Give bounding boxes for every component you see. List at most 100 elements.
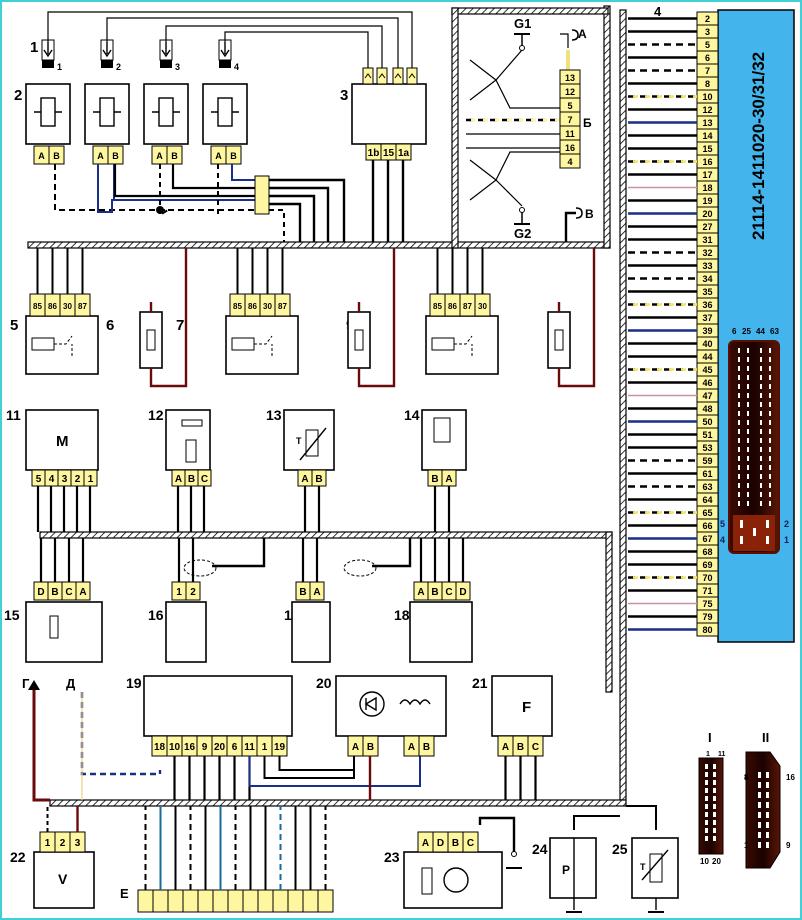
ref-15: 15 [4,607,20,623]
ecu-pin-label: 17 [702,170,712,180]
injector-pin-label: A [156,151,163,161]
ref-2: 2 [14,87,22,104]
view-i-label: I [708,730,712,745]
ecu-pin-label: 51 [702,430,712,440]
view-ii-left-1: 1 [744,841,749,850]
view-ii-right-1: 9 [786,841,791,850]
c11-pin-label: 5 [36,474,42,485]
c15-pin-label: A [79,587,86,598]
ref-12: 12 [148,407,164,423]
conn-top-label-1: 25 [742,327,751,336]
ign-pin-label: 5 [567,101,572,111]
ecu-ref: 4 [654,4,662,19]
relay-pin-label: 86 [248,302,257,311]
e-block-cell [212,889,229,913]
c15-pin-label: D [37,587,44,598]
c11-pin-label: 1 [88,474,94,485]
c14-pin-label: B [431,474,438,485]
view-ii-label: II [762,730,769,745]
ecu-pin-label: 16 [702,157,712,167]
c19-pin-label: 9 [202,742,208,753]
ecu-pin-label: 5 [705,40,710,50]
ecu-pin-label: 40 [702,339,712,349]
ecu-pin-label: 14 [702,131,712,141]
relay-pin-label: 30 [63,302,72,311]
injector-pin [48,145,65,165]
c12-pin-label: A [175,474,182,485]
injector-pin [166,145,183,165]
c23-pin [462,831,479,853]
ecu-pin-label: 61 [702,469,712,479]
c23-pin-label: C [467,838,474,849]
ecu-pin-label: 68 [702,547,712,557]
c21-pin-label: B [517,742,524,753]
conn-top-label-2: 44 [756,327,765,336]
spark-plug-number: 4 [234,62,239,72]
ecu-pin-label: 44 [702,352,712,362]
conn-top-label-3: 63 [770,327,779,336]
conn-top-label-0: 6 [732,327,737,336]
conn-side-4: 4 [720,535,725,545]
ecu-pin-label: 8 [705,79,710,89]
view-i-bottom-1: 20 [712,857,721,866]
ecu-pin-label: 35 [702,287,712,297]
c18-pin-label: B [431,587,438,598]
e-block-cell [287,889,304,913]
ignition-module-pin-label: 1a [398,148,410,159]
ecu-pin-label: 2 [705,14,710,24]
relay-pin-label: 85 [233,302,242,311]
ecu-pin-label: 65 [702,508,712,518]
ign-pin-label: 13 [565,73,575,83]
c19-pin-label: 16 [184,742,196,753]
injector-pin-label: B [171,151,178,161]
ign-pin-label: 4 [567,157,572,167]
ecu-pin-label: 37 [702,313,712,323]
ecu-pin-label: 45 [702,365,712,375]
ref-7: 7 [176,317,184,334]
ign-pin-label: 11 [565,129,575,139]
conn-side-2: 2 [784,519,789,529]
injector [202,83,248,145]
ecu-pin-label: 34 [702,274,712,284]
ecu-pin-label: 46 [702,378,712,388]
ecu-pin-label: 10 [702,92,712,102]
terminal-e: Е [120,886,129,901]
symbol-t: T [296,436,302,446]
e-block-cell [197,889,214,913]
ref-6: 6 [106,317,114,334]
relay-pin-label: 30 [263,302,272,311]
ecu-pin-label: 67 [702,534,712,544]
ecu-pin-label: 79 [702,612,712,622]
relay-pin-label: 86 [448,302,457,311]
spark-plug-number: 1 [57,62,62,72]
view-i-bottom-0: 10 [700,857,709,866]
e-block-cell [257,889,274,913]
ecu-part-number: 21114-1411020-30/31/32 [749,52,768,240]
label-v-cyr: В [585,207,594,221]
ecu-wires [628,17,697,631]
c22-pin-label: 2 [60,838,66,849]
ecu-pin-label: 39 [702,326,712,336]
view-i-top-0: 1 [706,751,710,758]
ign-pin-label: 7 [567,115,572,125]
relay-pin-label: 87 [463,302,472,311]
injector-pin-label: B [53,151,60,161]
ecu-pin-label: 15 [702,144,712,154]
c23-pin-label: A [422,838,429,849]
ref-5: 5 [10,317,18,334]
ecu-pin-label: 33 [702,261,712,271]
ecu-pin-label: 12 [702,105,712,115]
ref-18: 18 [394,607,410,623]
e-block-cell [137,889,154,913]
c17-pin-label: B [299,587,306,598]
ecu-pin-label: 66 [702,521,712,531]
ref-16: 16 [148,607,164,623]
ecu-pin-label: 6 [705,53,710,63]
e-block-cell [302,889,319,913]
harness [27,5,627,807]
c23-pin-label: B [452,838,459,849]
